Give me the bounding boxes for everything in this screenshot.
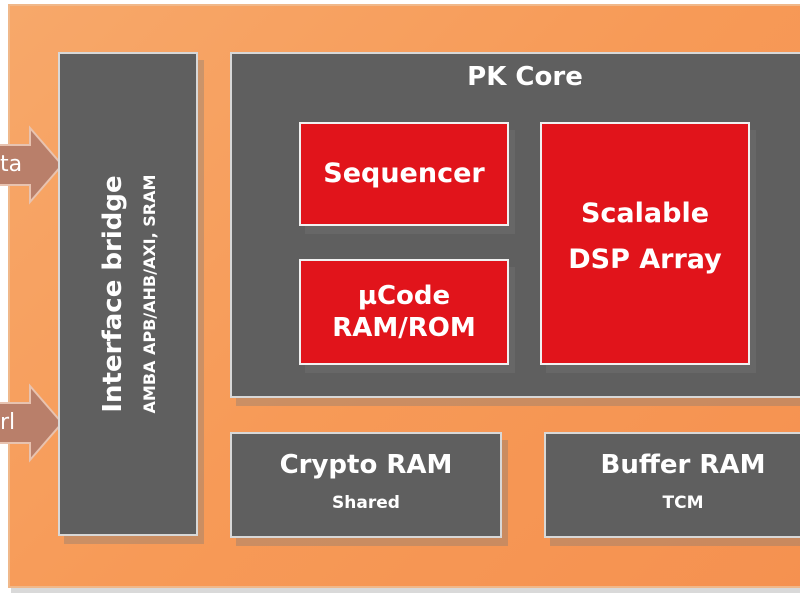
buffer-ram-subtitle: TCM <box>662 493 704 513</box>
interface-bridge-title: Interface bridge <box>98 175 128 413</box>
dsp-label-line2: DSP Array <box>568 243 722 275</box>
interface-bridge-block <box>58 52 198 536</box>
ucode-label-line1: µCode <box>357 280 451 311</box>
sequencer-block: Sequencer <box>299 122 509 226</box>
buffer-ram-block <box>544 432 800 538</box>
bottom-arrow <box>0 383 64 463</box>
top-arrow-shape <box>0 125 64 205</box>
bottom-arrow-label: rl <box>0 410 14 435</box>
crypto-ram-subtitle: Shared <box>332 493 400 513</box>
top-arrow-label: ta <box>0 152 23 177</box>
ucode-block: µCode RAM/ROM <box>299 259 509 365</box>
sequencer-label: Sequencer <box>323 158 485 190</box>
ucode-label-line2: RAM/ROM <box>332 313 476 343</box>
interface-bridge-subtitle: AMBA APB/AHB/AXI, SRAM <box>140 174 159 414</box>
bottom-arrow-shape <box>0 383 64 463</box>
dsp-label-line1: Scalable <box>580 197 710 229</box>
pk-core-title: PK Core <box>467 62 583 92</box>
crypto-ram-block <box>230 432 502 538</box>
top-arrow <box>0 125 64 205</box>
dsp-array-block: Scalable DSP Array <box>540 122 750 365</box>
crypto-ram-title: Crypto RAM <box>279 450 453 480</box>
buffer-ram-title: Buffer RAM <box>600 450 766 480</box>
